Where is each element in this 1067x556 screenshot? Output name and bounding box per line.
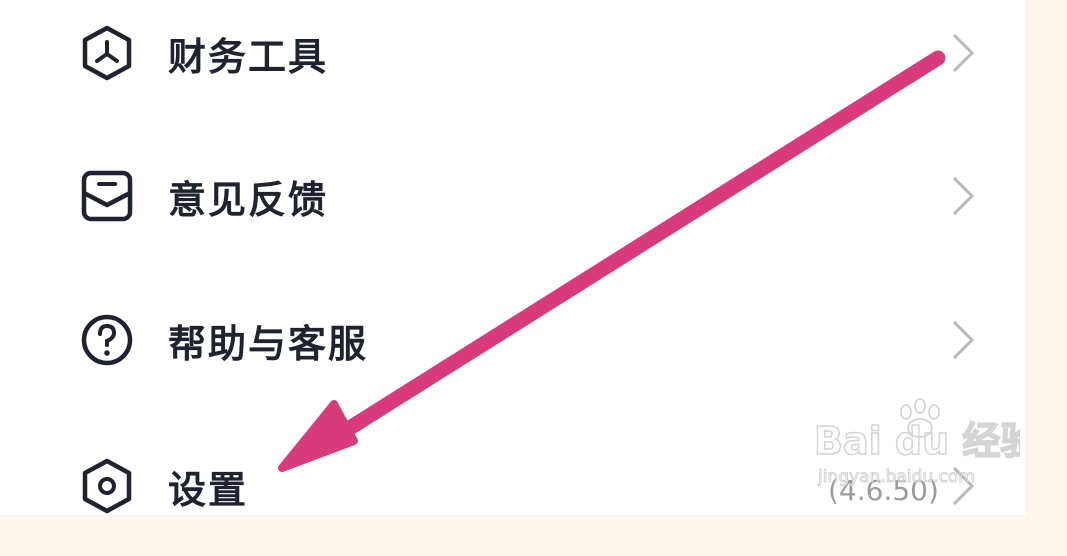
menu-item-help-service[interactable]: 帮助与客服 [0,270,1026,410]
app-version: (4.6.50) [828,474,939,507]
hexagon-tool-icon [82,25,132,81]
menu-item-label: 设置 [168,467,249,512]
menu-item-label: 财务工具 [168,34,329,79]
envelope-icon [81,170,133,222]
menu-item-label: 帮助与客服 [168,321,369,366]
menu-item-finance-tools[interactable]: 财务工具 [0,0,1026,123]
menu-item-feedback[interactable]: 意见反馈 [0,126,1026,266]
chevron-right-icon [952,33,975,73]
chevron-right-icon [952,320,975,360]
menu-card: 财务工具 意见反馈 帮助与客服 设置 [0,0,1026,515]
chevron-right-icon [952,176,975,216]
chevron-right-icon [952,466,975,506]
menu-item-settings[interactable]: 设置 [0,416,1026,556]
question-circle-icon [81,314,133,366]
settings-hexagon-icon [82,458,132,514]
menu-item-label: 意见反馈 [168,177,329,222]
